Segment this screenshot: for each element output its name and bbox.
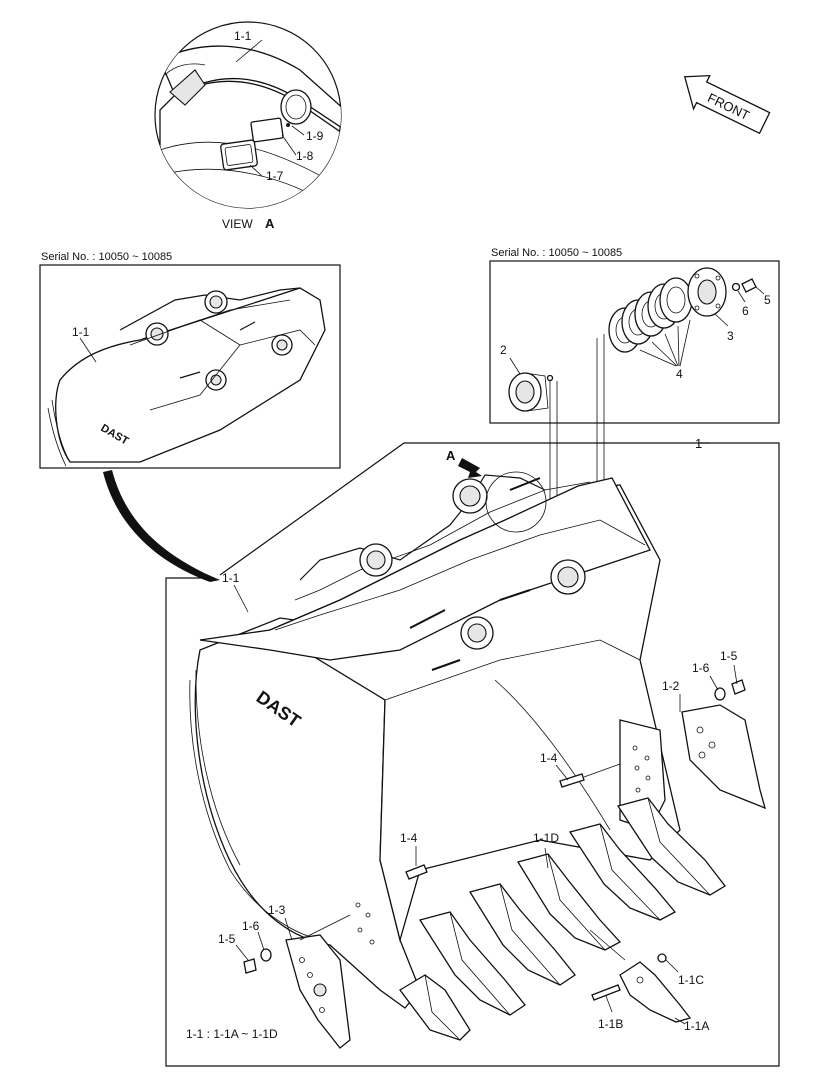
tooth-3 xyxy=(468,883,576,986)
washer-right xyxy=(714,687,726,701)
left-inset: Serial No. : 10050 ~ 10085 DAST 1-1 xyxy=(39,251,341,469)
right-label-4: 4 xyxy=(676,367,683,381)
shims-part-4 xyxy=(608,277,693,353)
left-inset-frame xyxy=(39,264,341,469)
left-inset-serial: Serial No. : 10050 ~ 10085 xyxy=(41,251,172,263)
bucket-side-left xyxy=(194,617,421,1009)
bolt-part-5 xyxy=(741,278,757,293)
view-a-caption-letter: A xyxy=(265,216,275,231)
pin-exploded xyxy=(591,984,621,1001)
label-pin: 1-1B xyxy=(598,1017,623,1031)
tooth-2 xyxy=(418,911,526,1016)
view-a-arrow-icon xyxy=(458,458,482,478)
label-side-cutter-left: 1-3 xyxy=(268,903,286,917)
nut-right xyxy=(731,679,746,695)
view-a-detail: 1-1 1-9 1-8 1-7 VIEW A xyxy=(154,21,342,231)
right-inset: Serial No. : 10050 ~ 10085 2 4 xyxy=(489,247,780,560)
washer-part-6 xyxy=(731,282,741,292)
label-washer-left: 1-6 xyxy=(242,919,260,933)
bucket-top-plate xyxy=(199,477,651,661)
right-inset-frame xyxy=(489,260,780,424)
view-a-label-2: 1-9 xyxy=(306,129,324,143)
tooth-1 xyxy=(399,974,471,1041)
view-a-label-1: 1-1 xyxy=(234,29,252,43)
view-a-highlight xyxy=(485,471,547,533)
label-bucket: 1-1 xyxy=(222,571,240,585)
right-label-6: 6 xyxy=(742,304,749,318)
left-inset-label: 1-1 xyxy=(72,325,90,339)
right-label-5: 5 xyxy=(764,293,771,307)
main-arrow-label: A xyxy=(446,448,456,463)
right-inset-serial: Serial No. : 10050 ~ 10085 xyxy=(491,247,622,259)
rivet-1-9 xyxy=(286,123,290,127)
label-nut-left: 1-5 xyxy=(218,932,236,946)
tooth-5 xyxy=(568,823,677,921)
front-arrow-icon xyxy=(683,74,771,135)
label-side-cutter-right: 1-2 xyxy=(662,679,680,693)
nut-left xyxy=(243,958,257,974)
plate-1-8 xyxy=(250,117,284,143)
bolt-lower xyxy=(405,864,428,880)
adapter-exploded xyxy=(619,961,692,1023)
washer-left xyxy=(260,948,272,962)
legend-text: 1-1 : 1-1A ~ 1-1D xyxy=(186,1027,278,1041)
tooth-6 xyxy=(616,797,726,896)
right-label-2: 2 xyxy=(500,343,507,357)
view-a-caption: VIEW xyxy=(222,217,253,231)
main-assembly: 1 A DAST xyxy=(165,436,780,1067)
label-adapter: 1-1A xyxy=(684,1019,709,1033)
right-label-3: 3 xyxy=(727,329,734,343)
inset-connector xyxy=(103,470,220,582)
label-nut-right: 1-5 xyxy=(720,649,738,663)
label-bolt-upper: 1-4 xyxy=(540,751,558,765)
bolt-upper xyxy=(559,773,585,788)
label-lock: 1-1C xyxy=(678,973,704,987)
tooth-4 xyxy=(516,853,622,951)
view-a-label-4: 1-7 xyxy=(266,169,284,183)
main-frame xyxy=(165,442,780,1067)
label-tooth: 1-1D xyxy=(533,831,559,845)
main-frame-label: 1 xyxy=(695,436,702,451)
label-washer-right: 1-6 xyxy=(692,661,710,675)
front-arrow: FRONT xyxy=(683,74,771,135)
view-a-label-3: 1-8 xyxy=(296,149,314,163)
side-cutter-right xyxy=(681,704,766,810)
teeth-row xyxy=(399,797,726,1041)
lock-exploded xyxy=(657,953,667,963)
label-bolt-lower: 1-4 xyxy=(400,831,418,845)
